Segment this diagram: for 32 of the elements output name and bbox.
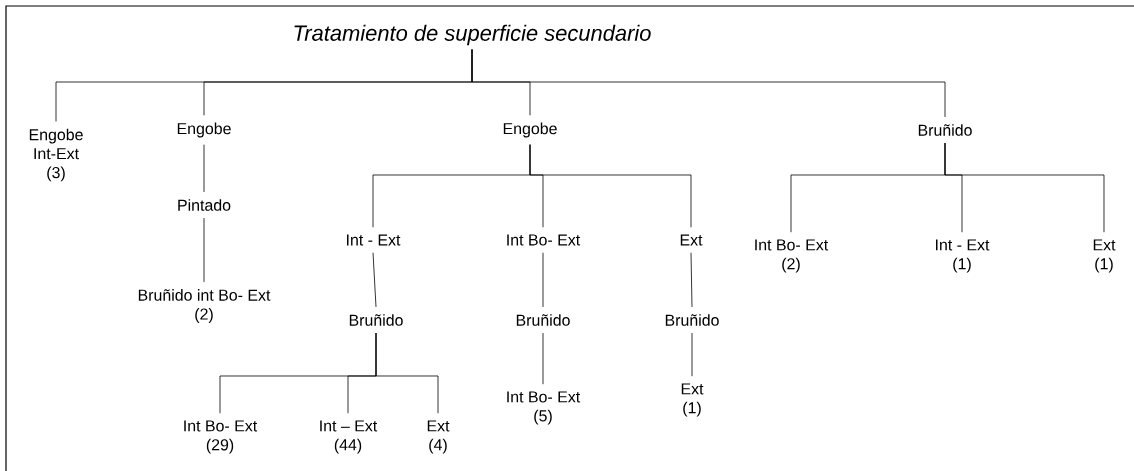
tree-connector bbox=[944, 142, 1105, 233]
tree-connector bbox=[203, 144, 205, 193]
title-text: Tratamiento de superficie secundario bbox=[294, 24, 651, 46]
tree-label: Bruñido bbox=[516, 314, 570, 326]
tree-connector bbox=[691, 332, 693, 377]
tree-label: Engobe Int-Ext (3) bbox=[29, 128, 83, 182]
tree-label: Int - Ext (1) bbox=[936, 239, 990, 273]
tree-label: Ext bbox=[680, 234, 703, 246]
tree-label: Engobe bbox=[503, 122, 557, 138]
tree-label: Bruñido bbox=[918, 124, 972, 136]
tree-connector bbox=[471, 49, 946, 118]
tree-connector bbox=[203, 217, 205, 283]
tree-label: Ext (1) bbox=[681, 383, 704, 417]
tree-label: Engobe bbox=[177, 122, 231, 138]
tree-label: Int Bo- Ext (5) bbox=[507, 391, 581, 425]
tree-connector bbox=[375, 332, 439, 414]
tree-label: Pintado bbox=[178, 199, 231, 211]
tree-connector bbox=[542, 332, 544, 385]
tree-label: Int - Ext bbox=[347, 234, 401, 246]
tree-label: Ext (4) bbox=[427, 420, 450, 454]
tree-label: Bruñido bbox=[349, 314, 403, 326]
tree-label: Bruñido bbox=[665, 314, 719, 326]
tree-connector bbox=[542, 252, 544, 308]
tree-connector bbox=[529, 144, 692, 228]
tree-label: Int – Ext (44) bbox=[320, 420, 378, 454]
tree-connector bbox=[690, 252, 693, 308]
tree-label: Ext (1) bbox=[1093, 239, 1116, 273]
tree-connector bbox=[372, 252, 377, 308]
tree-label: Int Bo- Ext bbox=[507, 234, 581, 246]
tree-label: Int Bo- Ext (2) bbox=[755, 239, 829, 273]
tree-label: Bruñido int Bo- Ext (2) bbox=[138, 289, 271, 323]
tree-label: Int Bo- Ext (29) bbox=[184, 420, 258, 454]
